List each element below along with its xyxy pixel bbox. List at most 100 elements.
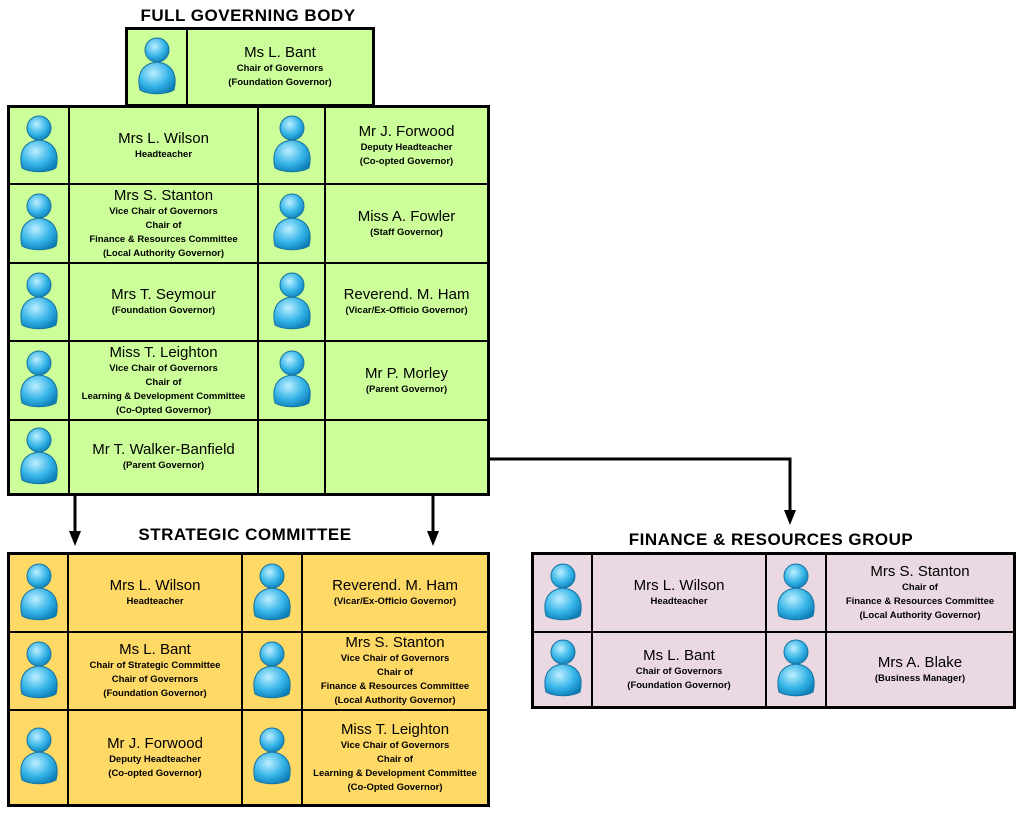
member-role: Chair of Strategic Committee [89, 660, 221, 671]
person-icon-cell [9, 263, 69, 341]
person-icon [775, 560, 817, 627]
person-icon [18, 424, 60, 491]
member-role: Chair of [377, 667, 413, 678]
member-name: Mr T. Walker-Banfield [92, 441, 235, 458]
member-name: Miss T. Leighton [109, 343, 218, 361]
member-role: Finance & Resources Committee [89, 233, 238, 245]
person-icon-cell [766, 632, 826, 707]
member-card: Mr P. Morley(Parent Governor) [325, 341, 488, 420]
member-name: Mrs S. Stanton [870, 563, 970, 580]
member-role: Deputy Headteacher [360, 141, 453, 153]
person-icon [18, 347, 60, 414]
member-role: Headteacher [126, 596, 184, 607]
member-role: (Foundation Governor) [103, 688, 207, 699]
member-role: (Staff Governor) [370, 226, 443, 238]
member-name: Mr P. Morley [364, 364, 449, 382]
person-icon-cell [9, 554, 68, 632]
person-icon [271, 190, 313, 257]
member-role: Chair of [145, 219, 182, 231]
person-icon-cell [9, 710, 68, 805]
member-role: (Local Authority Governor) [334, 695, 456, 706]
member-name: Reverend. M. Ham [332, 577, 458, 594]
member-name: Mrs S. Stanton [345, 634, 445, 651]
member-role: Deputy Headteacher [109, 753, 201, 765]
person-icon-cell [533, 632, 592, 707]
full-governing-body-title: FULL GOVERNING BODY [140, 6, 356, 25]
member-role: Chair of Governors [236, 63, 324, 74]
finance-resources-group-title: FINANCE & RESOURCES GROUP [628, 530, 914, 549]
person-icon [136, 34, 178, 101]
person-icon [251, 724, 293, 791]
person-icon-cell [258, 420, 325, 494]
member-name: Reverend. M. Ham [343, 286, 470, 303]
member-name: Mrs A. Blake [877, 653, 963, 671]
strategic-committee-title: STRATEGIC COMMITTEE [138, 525, 352, 544]
arrow-to-finance [490, 457, 796, 525]
person-icon-cell [9, 184, 69, 263]
member-name: Mrs L. Wilson [633, 577, 725, 594]
member-card: Reverend. M. Ham (Vicar/Ex-Officio Govern… [302, 554, 488, 632]
member-role: Headteacher [650, 596, 708, 607]
person-icon [271, 347, 313, 414]
arrow-to-strategic-left [69, 496, 81, 546]
member-role: Chair of Governors [635, 665, 723, 677]
member-role: Learning & Development Committee [313, 767, 477, 779]
member-role: (Local Authority Governor) [102, 247, 225, 259]
member-role: Chair of [145, 376, 182, 388]
member-name: Ms L. Bant [244, 44, 316, 61]
person-icon [271, 112, 313, 179]
member-role: Headteacher [134, 148, 193, 160]
arrow-to-strategic-right [427, 496, 439, 546]
member-role: (Co-opted Governor) [359, 155, 454, 167]
member-role: Chair of Governors [111, 674, 199, 685]
person-icon-cell [258, 341, 325, 420]
person-icon-cell [258, 263, 325, 341]
member-role: Vice Chair of Governors [109, 362, 218, 374]
member-name: Mr J. Forwood [358, 122, 455, 140]
person-icon [775, 636, 817, 703]
person-icon [251, 638, 293, 705]
member-role: (Business Manager) [874, 672, 966, 684]
person-icon-cell [127, 29, 187, 105]
person-icon-cell [9, 107, 69, 184]
member-role: Vice Chair of Governors [109, 205, 218, 217]
member-card [325, 420, 488, 494]
member-role: (Foundation Governor) [111, 305, 216, 316]
person-icon [271, 269, 313, 336]
person-icon [18, 269, 60, 336]
person-icon-cell [258, 184, 325, 263]
person-icon-cell [533, 554, 592, 632]
person-icon [18, 190, 60, 257]
member-role: Finance & Resources Committee [320, 681, 470, 692]
person-icon-cell [242, 632, 302, 710]
member-card: Miss A. Fowler(Staff Governor) [325, 184, 488, 263]
member-role: Vice Chair of Governors [340, 653, 450, 664]
member-card: Reverend. M. Ham(Vicar/Ex-Officio Govern… [325, 263, 488, 341]
person-icon-cell [9, 632, 68, 710]
member-name: Mr J. Forwood [107, 734, 203, 752]
person-icon [18, 560, 60, 627]
person-icon [18, 724, 60, 791]
member-role: Learning & Development Committee [81, 390, 246, 402]
member-role: (Vicar/Ex-Officio Governor) [333, 596, 457, 607]
member-role: (Local Authority Governor) [859, 610, 981, 621]
member-role: Finance & Resources Committee [845, 596, 995, 607]
member-card: Mr T. Walker-Banfield(Parent Governor) [69, 420, 258, 494]
person-icon-cell [258, 107, 325, 184]
member-name: Ms L. Bant [119, 641, 191, 658]
person-icon-cell [9, 341, 69, 420]
